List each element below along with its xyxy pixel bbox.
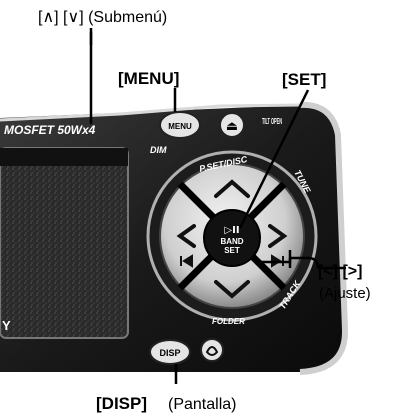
up-arrow-button[interactable] — [214, 179, 250, 198]
skip-back-icon — [180, 254, 193, 268]
menu-button[interactable]: MENU — [159, 111, 201, 139]
svg-text:DISP: DISP — [159, 348, 180, 358]
arrows-submenu-label: [∧] [∨] (Submenú) — [38, 9, 167, 26]
power-button[interactable] — [200, 338, 224, 362]
svg-text:BAND: BAND — [220, 237, 243, 246]
down-arrow-button[interactable] — [214, 280, 250, 299]
disp-desc-label: (Pantalla) — [168, 396, 236, 413]
svg-text:MENU: MENU — [168, 122, 192, 131]
svg-text:SET: SET — [224, 246, 240, 255]
brand-label: MOSFET 50Wx4 — [4, 123, 96, 137]
dimmer-button[interactable]: DIM — [150, 145, 167, 155]
power-icon — [205, 346, 219, 356]
play-pause-icon: ▷II — [224, 225, 239, 236]
callout-lines — [89, 28, 346, 384]
adjust-desc-label: (Ajuste) — [319, 285, 371, 302]
disp-key-label: [DISP] — [96, 394, 147, 413]
adjust-keys-label: [<] [>] — [318, 263, 362, 280]
display-window — [0, 147, 129, 339]
left-arrow-button[interactable] — [176, 224, 196, 268]
set-label: [SET] — [282, 70, 326, 89]
eject-icon: ⏏ — [226, 119, 238, 134]
side-letter: Y — [2, 318, 11, 333]
callout-set — [238, 89, 310, 229]
set-button[interactable]: ▷II BAND SET — [203, 209, 261, 267]
folder-label: FOLDER — [212, 317, 245, 326]
eject-button[interactable]: ⏏ — [219, 112, 245, 138]
disp-button[interactable]: DISP — [149, 339, 191, 365]
menu-label: [MENU] — [118, 69, 179, 88]
tilt-open-button[interactable]: TILT OPEN — [262, 117, 282, 126]
